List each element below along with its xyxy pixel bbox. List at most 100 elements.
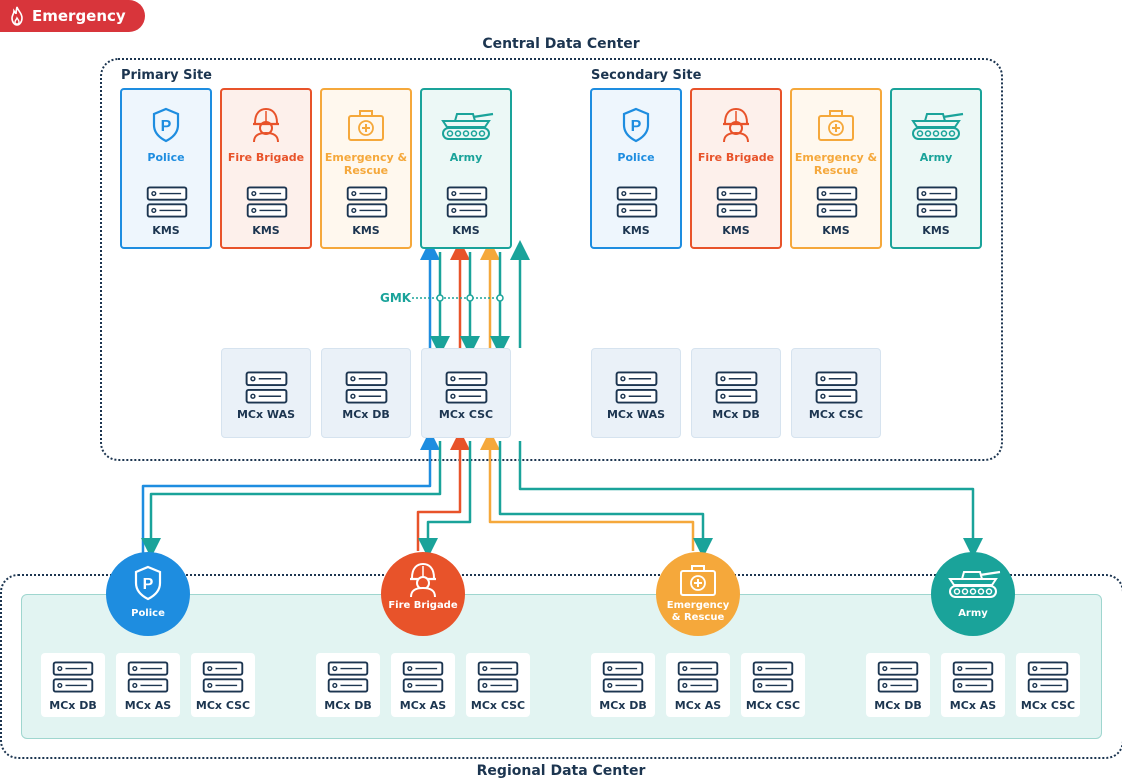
server-icon [327,661,369,693]
server-icon [752,661,794,693]
regional-server-box: MCx CSC [191,653,255,717]
server-icon [346,186,388,218]
org-name: Emergency & Rescue [666,600,730,623]
secondary-org-card: Army KMS [890,88,982,249]
org-name: Police [617,151,655,164]
server-label: MCx AS [949,699,997,712]
server-icon [202,661,244,693]
server-icon [816,186,858,218]
secondary-site-title: Secondary Site [591,68,702,83]
kms-label: KMS [622,224,650,237]
server-icon [402,661,444,693]
kms-label: KMS [352,224,380,237]
server-icon [1027,661,1069,693]
org-name: Emergency & Rescue [324,151,408,177]
server-label: MCx CSC [438,408,494,421]
flame-icon [11,6,23,26]
kms-label: KMS [452,224,480,237]
central-data-center-frame [100,58,1003,461]
server-icon [877,661,919,693]
secondary-org-card: Fire Brigade KMS [690,88,782,249]
server-label: MCx DB [599,699,647,712]
server-icon [52,661,94,693]
regional-org-circle: Fire Brigade [381,552,465,636]
svg-text:P: P [161,118,172,135]
regional-server-box: MCx CSC [741,653,805,717]
server-icon [146,186,188,218]
primary-server-box: MCx CSC [421,348,511,438]
server-label: MCx DB [49,699,97,712]
primary-org-card: Army KMS [420,88,512,249]
server-label: MCx AS [674,699,722,712]
secondary-org-card: P Police KMS [590,88,682,249]
primary-site-title: Primary Site [121,68,212,83]
server-icon [677,661,719,693]
tank-icon [911,112,964,140]
regional-server-box: MCx AS [941,653,1005,717]
server-icon [616,186,658,218]
org-name: Police [131,608,165,619]
server-label: MCx CSC [195,699,251,712]
primary-org-card: Emergency & Rescue KMS [320,88,412,249]
org-name: Police [147,151,185,164]
server-label: MCx DB [874,699,922,712]
kms-label: KMS [252,224,280,237]
server-icon [715,371,758,404]
regional-data-center-frame [0,574,1122,759]
server-label: MCx CSC [1020,699,1076,712]
central-title: Central Data Center [482,36,640,52]
regional-server-box: MCx AS [116,653,180,717]
regional-org-circle: Army [931,552,1015,636]
server-label: MCx WAS [236,408,296,421]
server-icon [916,186,958,218]
secondary-org-card: Emergency & Rescue KMS [790,88,882,249]
secondary-server-box: MCx CSC [791,348,881,438]
server-label: MCx WAS [606,408,666,421]
server-label: MCx DB [324,699,372,712]
org-name: Army [919,151,953,164]
org-name: Fire Brigade [388,600,458,611]
primary-org-card: Fire Brigade KMS [220,88,312,249]
police-shield-icon: P [622,107,650,143]
regional-server-box: MCx DB [591,653,655,717]
kms-label: KMS [722,224,750,237]
police-shield-icon: P [152,107,180,143]
regional-server-box: MCx DB [41,653,105,717]
server-label: MCx CSC [745,699,801,712]
server-label: MCx CSC [470,699,526,712]
firefighter-icon [410,562,436,598]
primary-server-box: MCx DB [321,348,411,438]
server-icon [445,371,488,404]
police-shield-icon: P [134,565,162,601]
server-icon [245,371,288,404]
server-label: MCx DB [712,408,760,421]
first-aid-kit-icon [680,565,716,596]
server-icon [615,371,658,404]
tank-icon [441,112,494,140]
regional-org-circle: Emergency & Rescue [656,552,740,636]
firefighter-icon [253,107,279,143]
server-icon [602,661,644,693]
svg-text:P: P [143,576,154,593]
kms-label: KMS [152,224,180,237]
server-icon [446,186,488,218]
tank-icon [948,570,1001,598]
emergency-tag: Emergency [0,0,145,32]
regional-server-box: MCx DB [316,653,380,717]
regional-server-box: MCx CSC [1016,653,1080,717]
regional-server-box: MCx CSC [466,653,530,717]
server-icon [477,661,519,693]
svg-text:P: P [631,118,642,135]
regional-org-circle: P Police [106,552,190,636]
server-icon [716,186,758,218]
org-name: Fire Brigade [697,151,775,164]
regional-server-box: MCx DB [866,653,930,717]
primary-org-card: P Police KMS [120,88,212,249]
server-label: MCx AS [399,699,447,712]
server-label: MCx DB [342,408,390,421]
gmk-label: GMK [380,291,412,305]
server-icon [246,186,288,218]
firefighter-icon [723,107,749,143]
org-name: Army [449,151,483,164]
